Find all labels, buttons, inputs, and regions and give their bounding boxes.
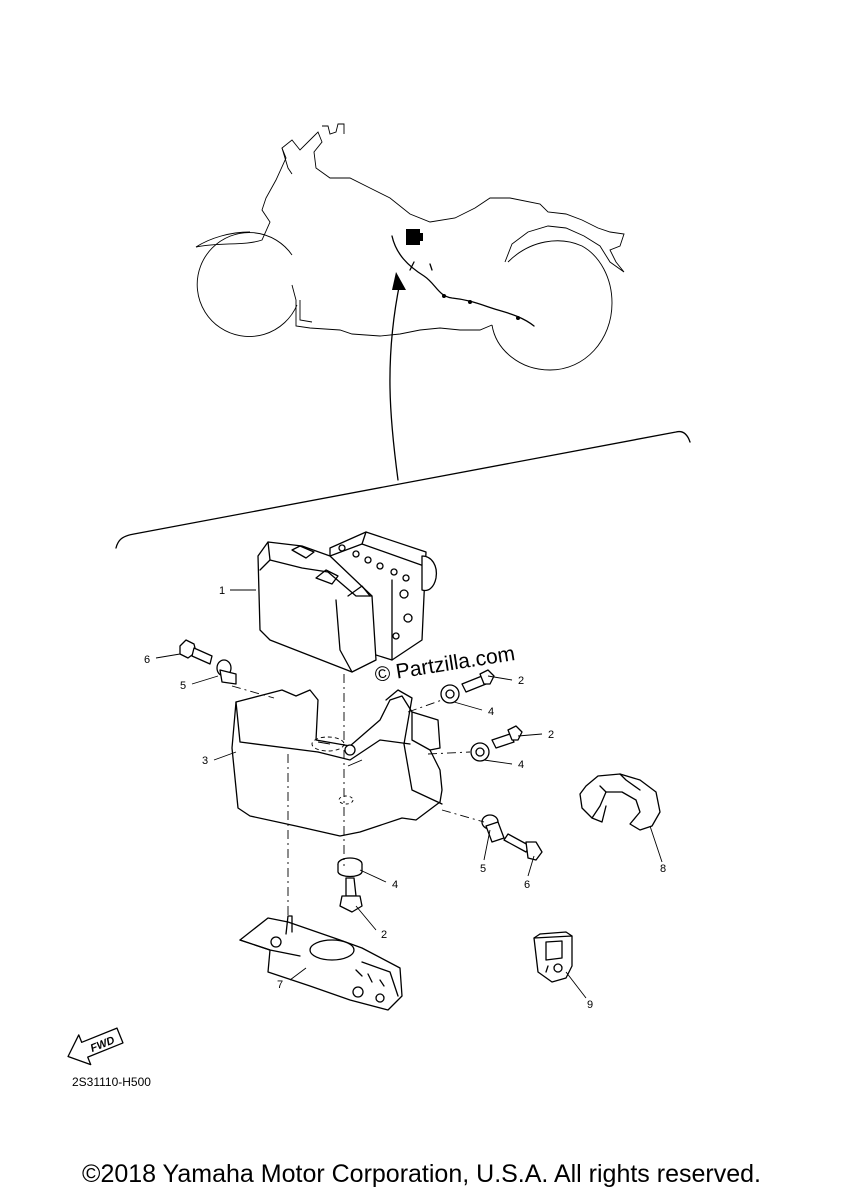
front-wheel xyxy=(196,232,298,337)
grommet-4-upper xyxy=(440,684,460,704)
callout-7: 7 xyxy=(277,979,283,991)
coupler-holder xyxy=(533,931,573,983)
collar-5-lower xyxy=(481,814,505,843)
callout-6-upper: 6 xyxy=(144,654,150,666)
motorcycle-outline xyxy=(195,123,625,371)
diagram-code: 2S31110-H500 xyxy=(72,1075,151,1089)
grommet-4-middle xyxy=(470,742,490,762)
damper-plate xyxy=(239,915,403,1011)
abs-hydraulic-unit xyxy=(257,531,438,673)
nut-4-lower xyxy=(337,857,363,878)
callout-8: 8 xyxy=(660,863,666,875)
bolt-2-middle xyxy=(491,725,523,749)
abs-bracket xyxy=(231,689,443,837)
frame-outline xyxy=(195,131,625,273)
callout-1: 1 xyxy=(219,585,225,597)
rear-wheel xyxy=(491,240,613,371)
callout-6-lower: 6 xyxy=(524,879,530,891)
bolt-6-upper xyxy=(179,639,213,665)
engine-lower xyxy=(291,284,493,337)
callout-4-lower: 4 xyxy=(392,879,398,891)
callout-9: 9 xyxy=(587,999,593,1011)
callout-4-middle: 4 xyxy=(518,759,524,771)
callout-4-upper: 4 xyxy=(488,706,494,718)
wire-clamp xyxy=(579,773,661,831)
bolt-2-lower xyxy=(339,877,363,913)
callout-3: 3 xyxy=(202,755,208,767)
bolt-2-upper xyxy=(461,669,495,693)
callout-2-upper: 2 xyxy=(518,675,524,687)
collar-5-upper xyxy=(216,659,237,685)
copyright-footer: ©2018 Yamaha Motor Corporation, U.S.A. A… xyxy=(82,1160,761,1188)
bolt-6-lower xyxy=(503,833,543,861)
fwd-arrow-icon: FWD xyxy=(67,1027,124,1066)
callout-2-middle: 2 xyxy=(548,729,554,741)
callout-5-lower: 5 xyxy=(480,863,486,875)
assembly-guide-lines xyxy=(231,674,485,916)
callout-2-lower: 2 xyxy=(381,929,387,941)
leader-lines xyxy=(155,589,663,999)
detail-pointer-arrow xyxy=(389,272,406,481)
detail-bracket-line xyxy=(115,430,691,549)
callout-5-upper: 5 xyxy=(180,680,186,692)
wiring-harness xyxy=(391,235,535,327)
abs-location-marker xyxy=(406,229,420,245)
callout-numbers: 1 6 5 2 4 2 3 4 8 5 6 4 2 7 9 xyxy=(144,585,666,1011)
